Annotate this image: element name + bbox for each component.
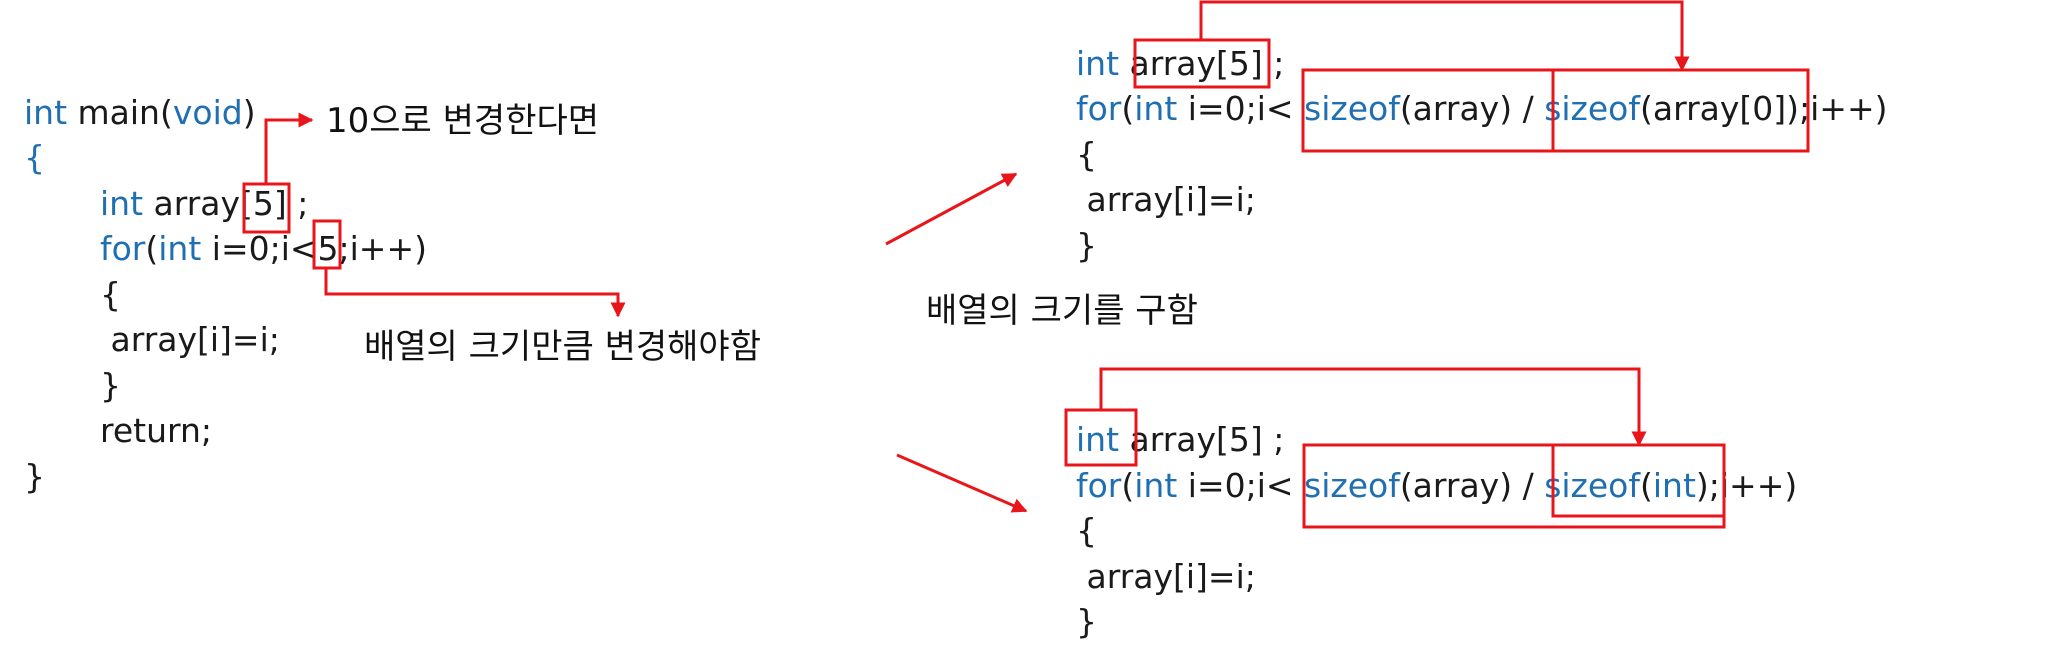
annotation-must-change: 배열의 크기만큼 변경해야함 bbox=[364, 327, 761, 367]
code-line-open-brace-2: { bbox=[100, 275, 121, 314]
code-line-assign: array[i]=i; bbox=[100, 320, 280, 359]
code-line-main: int main(void) bbox=[24, 93, 256, 132]
connector-to-must-change-note bbox=[324, 268, 626, 318]
code-line-close-brace: } bbox=[24, 457, 45, 496]
code-line-close-brace-2: } bbox=[100, 366, 121, 405]
code-line-open-brace: { bbox=[24, 138, 45, 177]
code-line-return: return; bbox=[100, 411, 213, 450]
code-line-array-decl: int array[5] ; bbox=[1076, 420, 1285, 459]
code-line-open-brace: { bbox=[1076, 135, 1097, 174]
code-line-close-brace: } bbox=[1076, 602, 1097, 641]
code-line-close-brace: } bbox=[1076, 226, 1097, 265]
code-line-for-sizeof: for(int i=0;i< sizeof(array) / sizeof(in… bbox=[1076, 466, 1798, 505]
code-line-array-decl: int array[5] ; bbox=[1076, 44, 1285, 83]
connector-to-change-note bbox=[264, 112, 314, 184]
arrow-to-top-block bbox=[885, 172, 1018, 246]
code-line-array-decl: int array[5] ; bbox=[100, 184, 309, 223]
arrow-to-bottom-block bbox=[896, 453, 1028, 513]
code-line-assign: array[i]=i; bbox=[1076, 180, 1256, 219]
code-line-open-brace: { bbox=[1076, 511, 1097, 550]
annotation-compute-size: 배열의 크기를 구함 bbox=[926, 291, 1198, 331]
code-line-for-sizeof: for(int i=0;i< sizeof(array) / sizeof(ar… bbox=[1076, 89, 1888, 128]
code-line-for: for(int i=0;i<5;i++) bbox=[100, 229, 427, 268]
code-line-assign: array[i]=i; bbox=[1076, 557, 1256, 596]
annotation-change-to-10: 10으로 변경한다면 bbox=[326, 101, 600, 141]
